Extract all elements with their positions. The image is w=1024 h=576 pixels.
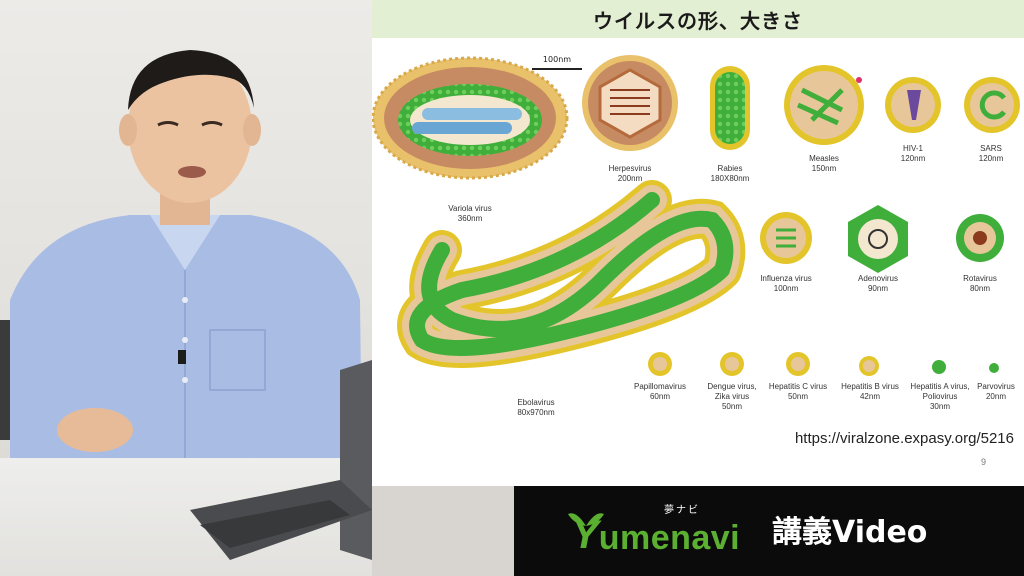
- herpesvirus-image: [582, 55, 678, 151]
- scale-bar: [532, 68, 582, 70]
- lecture-slide: ウイルスの形、大きさ 100nm: [372, 0, 1024, 486]
- influenza-image: [760, 212, 812, 264]
- virus-illustrations: [372, 55, 1020, 376]
- rabies-image: [710, 66, 750, 150]
- slide-page-number: 9: [980, 457, 986, 467]
- sprout-icon: [568, 513, 604, 526]
- slide-title: ウイルスの形、大きさ: [593, 8, 803, 33]
- measles-image: [784, 65, 864, 145]
- yumenavi-logo: Y umenavi: [572, 511, 740, 555]
- variola-virus-image: [372, 56, 569, 180]
- logo-kana: 夢ナビ: [664, 505, 700, 516]
- ebolavirus-image: [397, 180, 746, 368]
- presenter-video: [0, 0, 372, 576]
- parvovirus-image: [989, 363, 999, 373]
- papillomavirus-image: [648, 352, 672, 376]
- source-url: https://viralzone.expasy.org/5216: [794, 430, 1014, 447]
- laptop: [190, 360, 372, 560]
- scale-bar-label: 100nm: [542, 55, 572, 64]
- slide-title-bar: ウイルスの形、大きさ: [372, 0, 1024, 38]
- adenovirus-image: [848, 205, 908, 273]
- hepatitis-a-image: [932, 360, 946, 374]
- hepatitis-b-image: [859, 356, 879, 376]
- logo-wordmark: umenavi: [598, 519, 741, 557]
- lecture-video-label: 講義Video: [772, 515, 928, 550]
- rotavirus-image: [956, 214, 1004, 262]
- logo-initial: Y: [572, 513, 599, 557]
- branding-bar: Y umenavi 夢ナビ 講義Video: [514, 486, 1024, 576]
- hepatitis-c-image: [786, 352, 810, 376]
- hiv-image: [885, 77, 941, 133]
- dengue-image: [720, 352, 744, 376]
- sars-image: [964, 77, 1020, 133]
